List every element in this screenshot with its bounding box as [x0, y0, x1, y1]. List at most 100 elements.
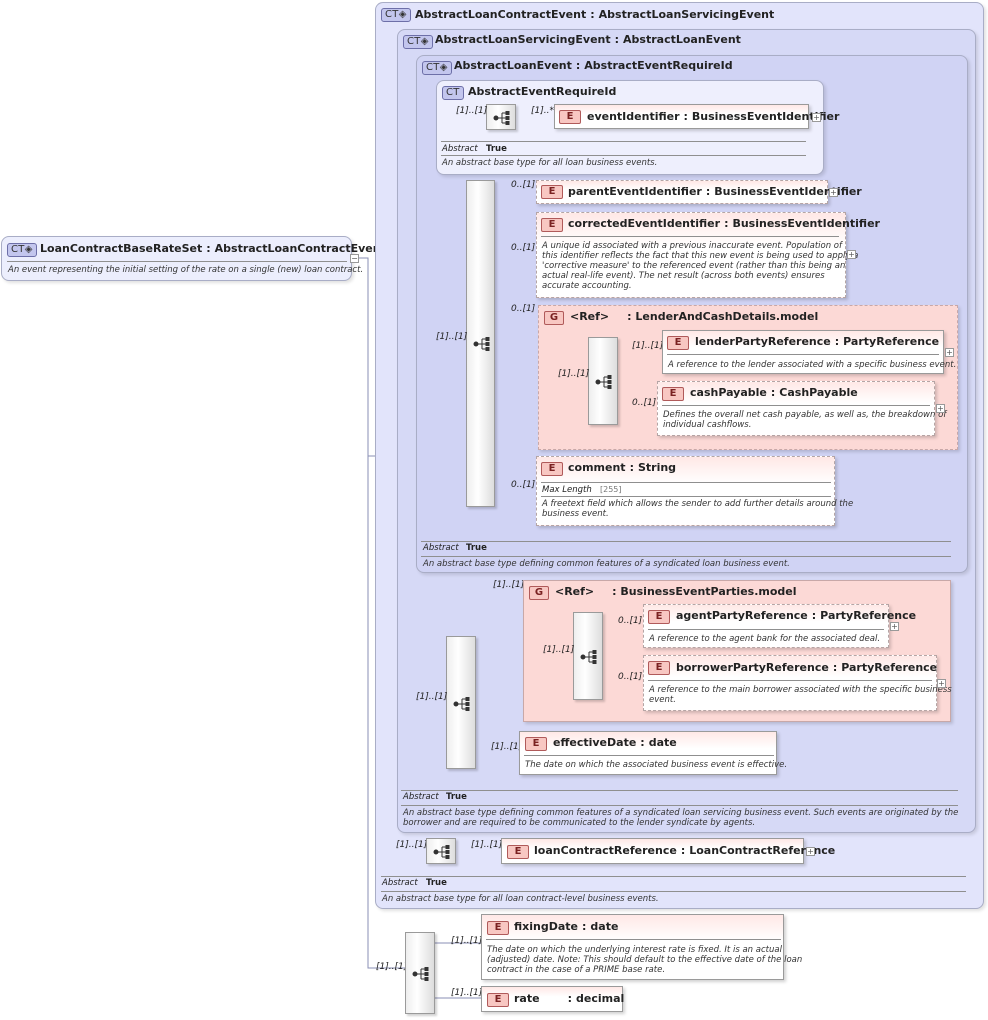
max-length-value: [255] [600, 485, 622, 494]
element-doc-line: accurate accounting. [542, 281, 632, 291]
element-title: lenderPartyReference:PartyReference [695, 335, 939, 348]
element-cash-payable[interactable]: E cashPayable:CashPayable Defines the ov… [657, 381, 946, 436]
element-badge: E [525, 737, 547, 751]
colon: : [640, 736, 645, 749]
element-fixing-date[interactable]: E fixingDate:date The date on which the … [481, 914, 802, 980]
expand-toggle[interactable]: + [945, 348, 954, 357]
element-doc-line: actual real-life event). The net result … [542, 271, 825, 281]
element-title: loanContractReference:LoanContractRefere… [534, 844, 835, 857]
expand-toggle[interactable]: + [937, 679, 946, 688]
expand-toggle[interactable]: + [890, 622, 899, 631]
element-title: rate:decimal [514, 992, 624, 1005]
cardinality: 0..[1] [511, 243, 536, 253]
sequence-compositor[interactable] [573, 612, 603, 700]
abstract-label: Abstract [442, 144, 478, 154]
cardinality: [1]..[1] [558, 369, 590, 379]
element-title: fixingDate:date [514, 920, 618, 933]
sequence-compositor[interactable] [486, 104, 516, 130]
expand-toggle[interactable]: + [936, 404, 945, 413]
collapse-toggle[interactable]: − [350, 254, 359, 263]
element-doc-line: event. [649, 695, 676, 705]
element-effective-date[interactable]: E effectiveDate:date The date on which t… [519, 731, 787, 775]
element-doc-line: this identifier reflects the fact that t… [542, 251, 859, 261]
sequence-compositor[interactable] [446, 636, 476, 769]
cardinality: 0..[1] [511, 304, 536, 314]
cardinality: [1]..[1] [632, 341, 664, 351]
divider [667, 354, 939, 355]
sequence-icon [433, 845, 450, 859]
cardinality: 0..[1] [511, 180, 536, 190]
expand-toggle[interactable]: + [829, 188, 838, 197]
element-loan-contract-reference[interactable]: E loanContractReference:LoanContractRefe… [501, 838, 835, 864]
group-title: <Ref>: BusinessEventParties.model [555, 585, 797, 598]
element-rate[interactable]: E rate:decimal [481, 986, 624, 1012]
badge-text: CT [407, 36, 421, 47]
divider [486, 939, 781, 940]
abstract-label: Abstract [423, 543, 459, 553]
element-name: parentEventIdentifier [568, 185, 702, 198]
ct1-doc: An abstract base type for all loan contr… [382, 894, 659, 904]
element-type: BusinessEventIdentifier [691, 110, 840, 123]
element-event-identifier[interactable]: E eventIdentifier:BusinessEventIdentifie… [554, 104, 839, 129]
cardinality: [1]..[1] [493, 580, 525, 590]
element-doc-line: Defines the overall net cash payable, as… [663, 410, 947, 420]
sequence-compositor[interactable] [405, 932, 435, 1014]
divider [524, 755, 774, 756]
element-name: effectiveDate [553, 736, 637, 749]
sequence-compositor[interactable] [466, 180, 495, 507]
ref-label: <Ref> [555, 585, 595, 598]
element-doc-line: (adjusted) date. Note: This should defau… [487, 955, 803, 965]
divider [541, 496, 831, 497]
element-badge: E [662, 387, 684, 401]
element-doc-line: A unique id associated with a previous i… [542, 241, 842, 251]
element-title: borrowerPartyReference:PartyReference [676, 661, 937, 674]
element-comment[interactable]: E comment:String Max Length [255] A free… [536, 456, 853, 526]
cardinality: [1]..[1] [396, 840, 428, 850]
ct4-doc: An abstract base type for all loan busin… [442, 158, 658, 168]
element-title: agentPartyReference:PartyReference [676, 609, 916, 622]
abstract-value: True [426, 878, 447, 888]
element-badge: E [648, 661, 670, 675]
type-name: LoanContractBaseRateSet [40, 242, 203, 255]
element-badge: E [667, 336, 689, 350]
element-badge: E [541, 218, 563, 232]
element-name: cashPayable [690, 386, 767, 399]
root-complex-type[interactable]: CT◈ LoanContractBaseRateSet:AbstractLoan… [1, 236, 386, 281]
ct1-title: AbstractLoanContractEvent:AbstractLoanSe… [415, 8, 774, 21]
colon: : [590, 8, 595, 21]
element-name: rate [514, 992, 540, 1005]
element-name: loanContractReference [534, 844, 677, 857]
element-borrower-party-reference[interactable]: E borrowerPartyReference:PartyReference … [643, 655, 952, 711]
sequence-compositor[interactable] [588, 337, 618, 425]
divider [381, 876, 966, 877]
expand-symbol: + [813, 113, 820, 122]
base-type: AbstractEventRequireId [584, 59, 733, 72]
colon: : [770, 386, 776, 399]
element-lender-party-reference[interactable]: E lenderPartyReference:PartyReference A … [662, 330, 956, 374]
element-type: PartyReference [820, 609, 917, 622]
element-name: eventIdentifier [587, 110, 680, 123]
element-title: comment:String [568, 461, 676, 474]
colon: : [614, 33, 620, 46]
element-agent-party-reference[interactable]: E agentPartyReference:PartyReference A r… [643, 604, 916, 648]
expand-toggle[interactable]: + [812, 113, 821, 122]
element-type: CashPayable [779, 386, 858, 399]
abstract-value: True [446, 792, 467, 802]
colon: : [683, 110, 688, 123]
colon: : [206, 242, 211, 255]
expand-toggle[interactable]: + [847, 250, 856, 259]
divider [381, 891, 966, 892]
complex-type-badge: CT◈ [403, 35, 433, 49]
element-doc-line: business event. [542, 509, 609, 519]
expand-symbol: + [848, 250, 855, 259]
cardinality: [1]..[1] [416, 692, 448, 702]
element-corrected-event-identifier[interactable]: E correctedEventIdentifier:BusinessEvent… [536, 212, 880, 298]
element-parent-event-identifier[interactable]: E parentEventIdentifier:BusinessEventIde… [536, 180, 862, 204]
sequence-compositor[interactable] [426, 838, 456, 864]
element-type: PartyReference [841, 661, 938, 674]
colon: : [680, 844, 686, 857]
divider [401, 790, 958, 791]
element-badge: E [487, 921, 509, 935]
expand-toggle[interactable]: + [806, 847, 815, 856]
colon: : [629, 461, 634, 474]
